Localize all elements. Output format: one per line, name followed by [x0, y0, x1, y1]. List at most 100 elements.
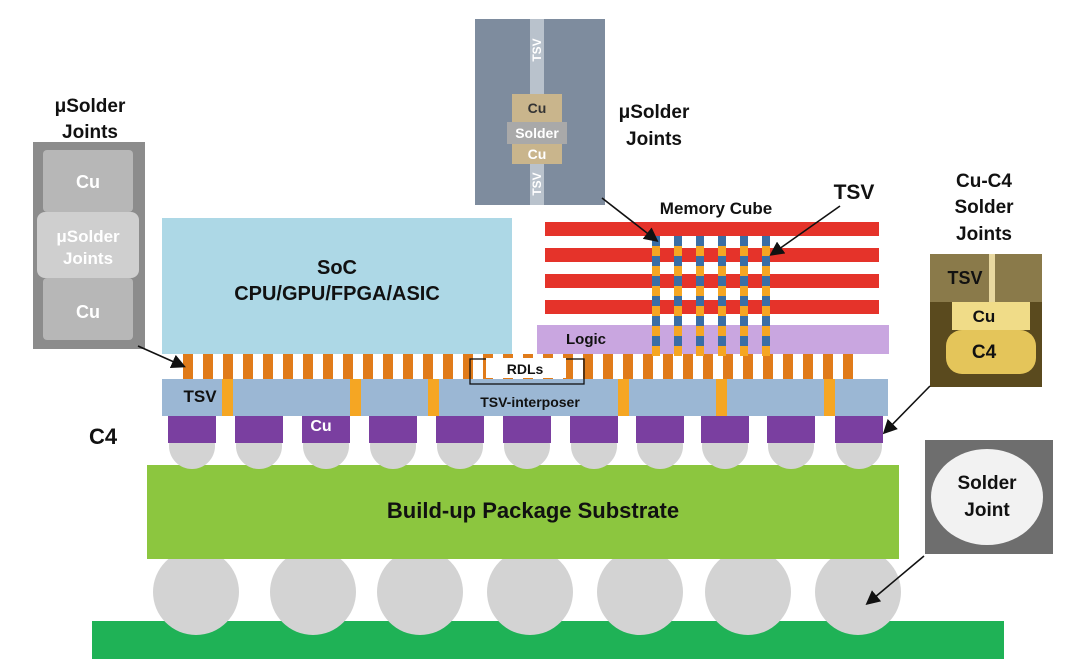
memory-tsv-segment	[718, 306, 726, 316]
memory-tsv-segment	[762, 306, 770, 316]
substrate-label: Build-up Package Substrate	[387, 498, 679, 523]
left-micro-solder-label-1: μSolder	[55, 96, 126, 117]
cu-c4-label-3: Joints	[956, 224, 1012, 245]
memory-tsv-segment	[652, 336, 660, 346]
right-c4-tsv-region	[930, 254, 1042, 302]
memory-tsv-segment	[652, 296, 660, 306]
rdl-bump	[383, 354, 393, 379]
right-solder-label-2: Joint	[964, 500, 1010, 521]
interposer-tsv	[618, 379, 629, 416]
rdl-bump	[603, 354, 613, 379]
bga-balls	[153, 549, 901, 635]
memory-tsv-segment	[762, 346, 770, 356]
memory-tsv-segment	[696, 296, 704, 306]
memory-tsv-segment	[762, 316, 770, 326]
tsv-left-label: TSV	[183, 387, 217, 406]
arrow-top-micrograph	[601, 197, 659, 242]
memory-tsv-segment	[674, 246, 682, 256]
cu-pad	[636, 413, 684, 443]
rdl-bump	[643, 354, 653, 379]
top-cu-bottom-label: Cu	[528, 146, 547, 162]
memory-tsv-segment	[762, 266, 770, 276]
cu-pad	[835, 413, 883, 443]
memory-tsv-segment	[740, 276, 748, 286]
logic-label: Logic	[566, 331, 606, 348]
memory-tsv-segment	[652, 256, 660, 266]
memory-tsv-segment	[718, 326, 726, 336]
rdl-bump	[623, 354, 633, 379]
rdl-bump	[723, 354, 733, 379]
rdl-bump	[343, 354, 353, 379]
memory-tsv-segment	[740, 296, 748, 306]
left-cu-bottom-label: Cu	[76, 302, 100, 322]
memory-tsv-segment	[740, 306, 748, 316]
memory-tsv-segment	[674, 266, 682, 276]
cu-pad	[302, 413, 350, 443]
right-c4-cu-label: Cu	[973, 307, 996, 326]
memory-tsv-segment	[718, 246, 726, 256]
memory-tsv-segment	[674, 236, 682, 246]
memory-layer	[545, 300, 879, 314]
memory-tsv-segment	[652, 276, 660, 286]
top-solder-label: Solder	[515, 125, 559, 141]
rdls-label: RDLs	[507, 361, 544, 377]
top-cu-top	[512, 94, 562, 122]
memory-tsv-segment	[696, 306, 704, 316]
soc-title: SoC	[317, 257, 357, 279]
memory-tsvs	[652, 236, 770, 356]
rdl-bump	[243, 354, 253, 379]
cu-pad	[235, 413, 283, 443]
right-c4-micrograph: TSV Cu C4	[930, 254, 1042, 387]
left-micrograph: Cu μSolder Joints Cu	[33, 142, 145, 349]
memory-tsv-segment	[762, 326, 770, 336]
right-c4-cu	[952, 302, 1030, 330]
memory-tsv-segment	[696, 336, 704, 346]
rdl-bump	[583, 354, 593, 379]
rdl-bump	[443, 354, 453, 379]
rdl-bump	[843, 354, 853, 379]
arrow-tsv	[769, 205, 841, 256]
memory-tsv-segment	[740, 336, 748, 346]
top-tsv-bottom-label: TSV	[530, 172, 544, 195]
bga-ball	[487, 549, 573, 635]
bga-ball	[597, 549, 683, 635]
memory-tsv-segment	[652, 266, 660, 276]
right-solder-micrograph: Solder Joint	[925, 440, 1053, 554]
memory-tsv-segment	[696, 236, 704, 246]
memory-tsv-segment	[718, 286, 726, 296]
cu-pad	[369, 413, 417, 443]
rdl-bump	[563, 354, 573, 379]
rdl-bump	[203, 354, 213, 379]
memory-tsv-segment	[740, 256, 748, 266]
rdl-bump	[323, 354, 333, 379]
rdl-bump	[803, 354, 813, 379]
top-tsv-top-label: TSV	[530, 38, 544, 61]
memory-tsv-segment	[696, 246, 704, 256]
interposer-tsv	[222, 379, 233, 416]
memory-cube-label: Memory Cube	[660, 199, 772, 218]
cu-pads	[168, 413, 883, 443]
memory-tsv-segment	[718, 336, 726, 346]
rdl-bump	[423, 354, 433, 379]
right-c4-solder	[946, 330, 1036, 374]
memory-tsv-segment	[652, 286, 660, 296]
rdl-bump	[783, 354, 793, 379]
memory-layer	[545, 274, 879, 288]
memory-tsv-segment	[718, 296, 726, 306]
rdl-bump	[283, 354, 293, 379]
rdl-bump	[403, 354, 413, 379]
rdl-bump	[263, 354, 273, 379]
rdl-bump	[183, 354, 193, 379]
tsv-main-label: TSV	[834, 181, 875, 204]
memory-tsv-segment	[696, 326, 704, 336]
interposer-tsvs	[222, 379, 835, 416]
top-cu-bottom	[512, 144, 562, 164]
memory-tsv-segment	[674, 296, 682, 306]
left-cu-bottom	[43, 278, 133, 340]
memory-tsv-segment	[696, 256, 704, 266]
rdl-bump	[823, 354, 833, 379]
rdl-bump	[303, 354, 313, 379]
memory-tsv-segment	[740, 266, 748, 276]
memory-tsv-segment	[674, 286, 682, 296]
